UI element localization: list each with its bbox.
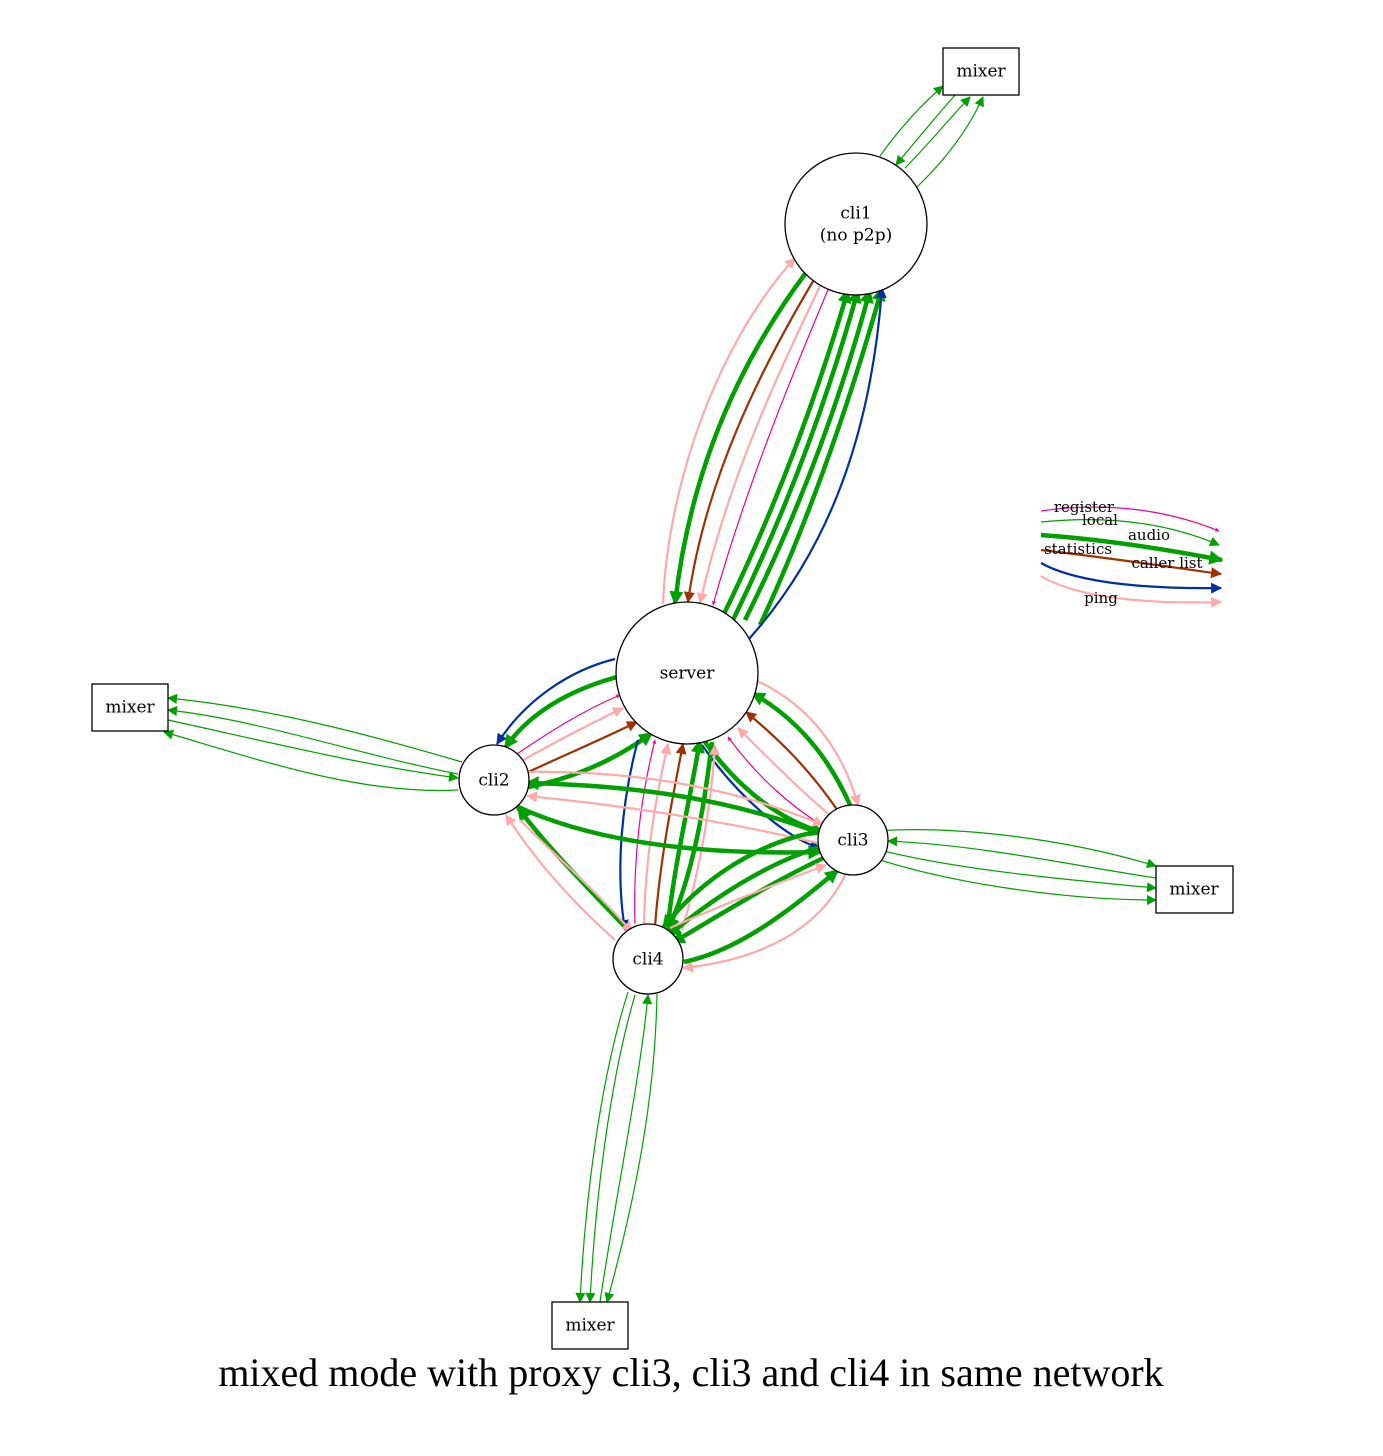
edge-local [167,706,459,775]
node-mixer-cli2: mixer [91,683,169,732]
legend-label-local: local [1082,511,1118,529]
edge-register [634,739,657,925]
edge-callerlist [683,277,816,604]
edge-callerlist [653,742,687,927]
node-cli4-label: cli4 [632,950,663,970]
edge-callerlist [745,711,839,812]
node-mixer-cli4: mixer [551,1301,629,1350]
node-cli4: cli4 [612,923,684,995]
edge-ping [737,727,834,819]
node-mixer-cli2-label: mixer [105,698,155,718]
edge-audio [503,674,618,750]
legend-edge-audio [1040,532,1224,565]
edge-local [167,693,463,763]
legend: register local audio statistics caller l… [1040,498,1224,608]
edges-layer [163,85,1157,1303]
edge-audio [719,288,852,619]
legend-label-audio: audio [1128,526,1170,544]
edge-ping [519,707,624,763]
edge-register [516,694,621,755]
edge-audio [524,776,823,837]
edge-local [163,729,459,792]
edge-ping [525,791,819,845]
edge-audio [669,268,810,606]
edge-audio [730,288,862,621]
node-cli2-label: cli2 [478,771,509,791]
legend-label-register: register [1054,498,1115,516]
edge-ping [527,770,825,827]
node-mixer-cli3: mixer [1155,865,1234,914]
edge-local [585,994,636,1303]
legend-label-statistics: statistics [1044,540,1112,558]
edge-statistics [747,286,887,641]
edge-local [916,96,984,188]
edge-local [879,85,944,157]
edge-audio [683,868,840,965]
edge-audio [661,828,824,930]
node-mixer-cli1: mixer [942,47,1020,96]
node-server: server [615,601,759,745]
edge-audio [742,288,874,622]
node-mixer-cli1-label: mixer [956,62,1006,82]
node-cli1-label-line1: cli1 [840,204,871,224]
edge-ping [680,743,720,931]
edge-register [712,284,831,606]
node-mixer-cli3-label: mixer [1169,880,1219,900]
legend-edge-statistics [1040,562,1223,594]
edge-local [883,850,1157,893]
node-cli3-label: cli3 [837,831,868,851]
diagram-caption: mixed mode with proxy cli3, cli3 and cli… [218,1350,1163,1395]
edge-audio [515,803,823,860]
edge-statistics [496,657,616,745]
edge-audio [757,286,886,626]
edge-ping [696,281,823,605]
edge-local [874,829,1157,869]
edge-local [599,994,653,1303]
legend-edge-register [1040,506,1220,532]
edge-ping [754,678,861,807]
edge-local [879,859,1157,905]
legend-edge-local [1040,519,1220,547]
node-cli1: cli1 (no p2p) [784,152,928,296]
edge-ping [669,863,828,930]
edge-ping [505,814,616,941]
edge-local [887,836,1157,879]
edge-local [904,96,971,169]
legend-label-ping: ping [1084,589,1118,607]
edge-local [895,94,956,166]
edge-ping [681,872,848,973]
edge-ping [642,742,672,926]
node-cli2: cli2 [458,744,530,816]
node-cli1-label-line2: (no p2p) [820,226,892,246]
edge-local [604,993,658,1303]
edge-local [167,719,459,782]
node-cli3: cli3 [817,804,889,876]
edge-callerlist [525,721,638,774]
legend-edge-ping [1040,575,1223,608]
node-mixer-cli4-label: mixer [565,1316,615,1336]
edge-ping [519,819,633,933]
edge-audio [670,852,831,945]
legend-edge-callerlist [1040,548,1223,579]
edge-statistics [617,739,640,932]
edge-audio [665,738,705,926]
node-server-label: server [660,664,716,684]
legend-label-callerlist: caller list [1131,554,1202,572]
edge-local [575,991,629,1303]
edge-audio [750,691,853,806]
edge-ping [661,257,796,605]
